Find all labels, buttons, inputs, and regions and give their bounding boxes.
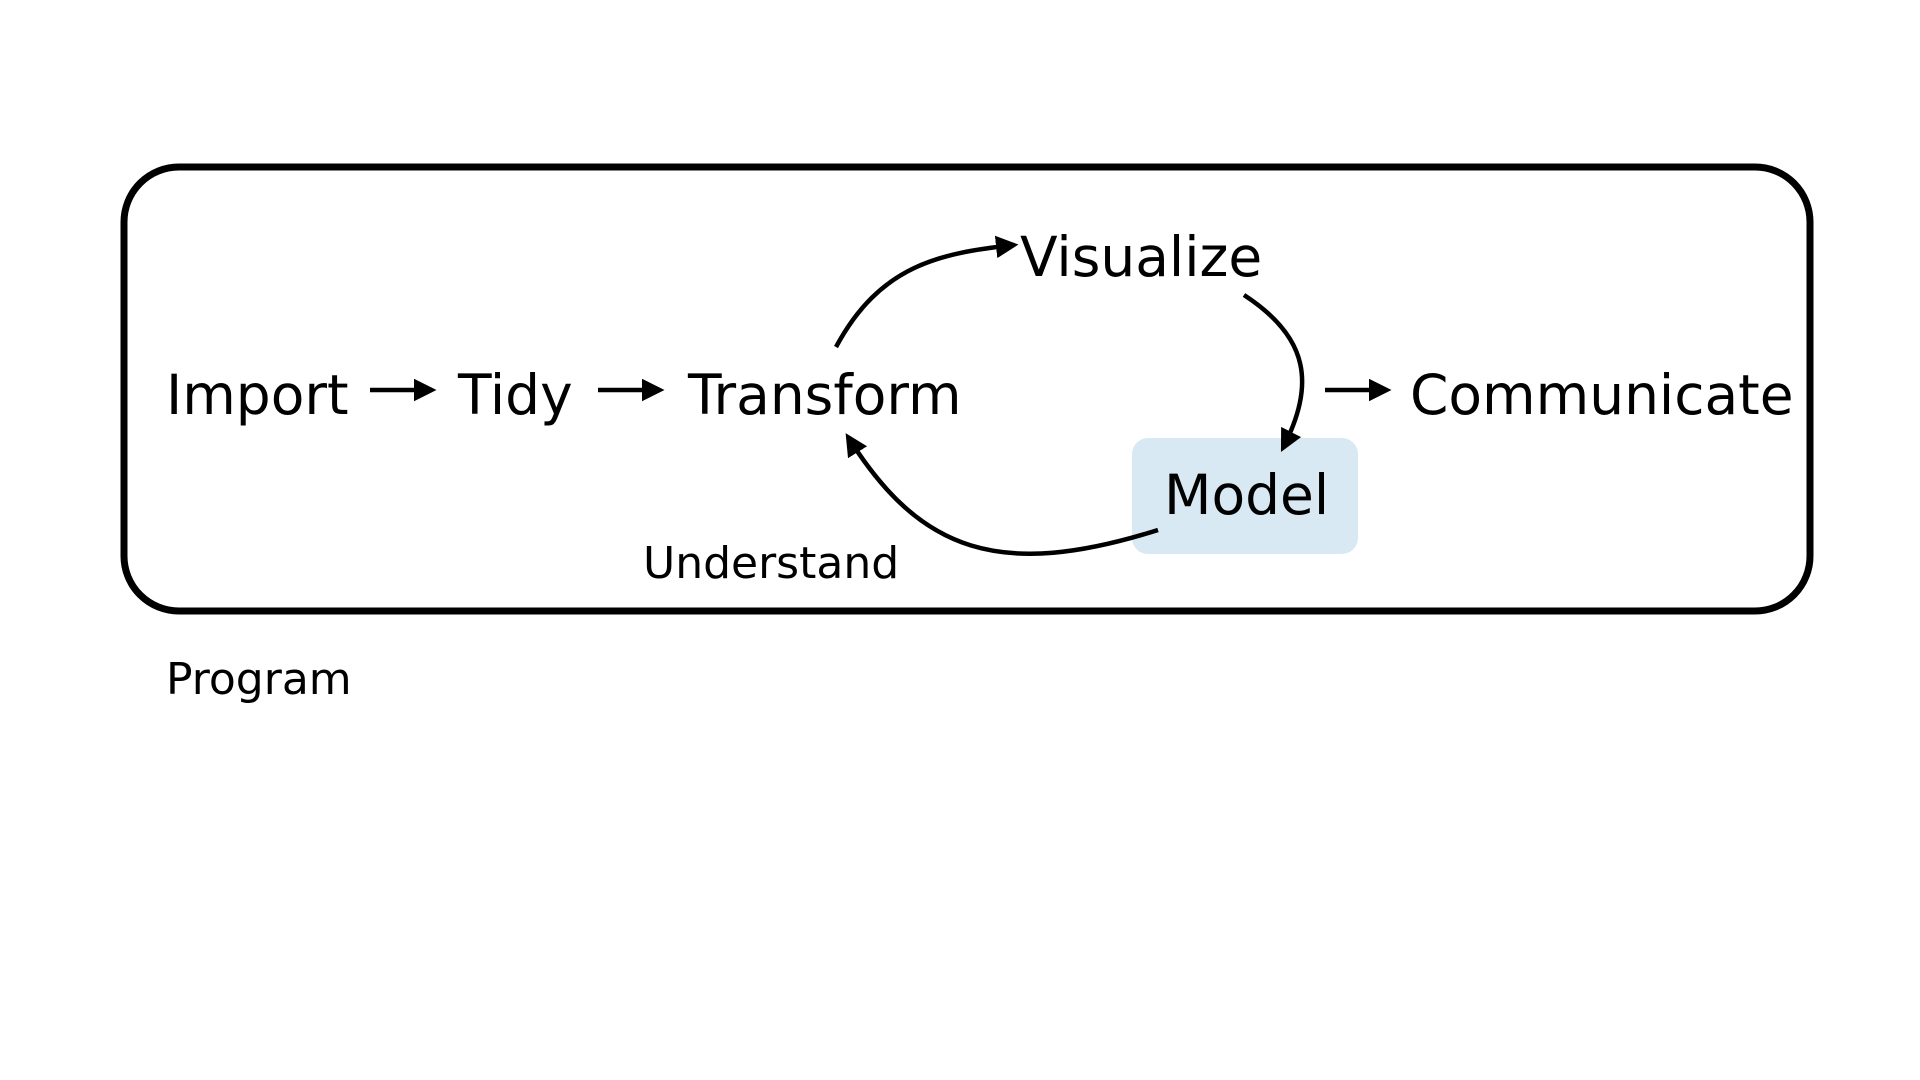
node-visualize: Visualize — [1020, 225, 1262, 289]
node-communicate: Communicate — [1410, 363, 1794, 427]
arrow-model-to-transform — [845, 433, 1159, 556]
node-tidy: Tidy — [457, 363, 573, 427]
node-transform: Transform — [687, 363, 962, 427]
model-highlight-box — [1132, 438, 1358, 554]
arrow-transform-to-visualize — [834, 235, 1019, 349]
understand-label: Understand — [643, 538, 899, 589]
node-import: Import — [166, 363, 349, 427]
node-model: Model — [1164, 463, 1329, 527]
understand-frame — [120, 163, 1814, 615]
program-label: Program — [166, 654, 352, 705]
arrow-visualize-to-model — [1242, 293, 1305, 453]
